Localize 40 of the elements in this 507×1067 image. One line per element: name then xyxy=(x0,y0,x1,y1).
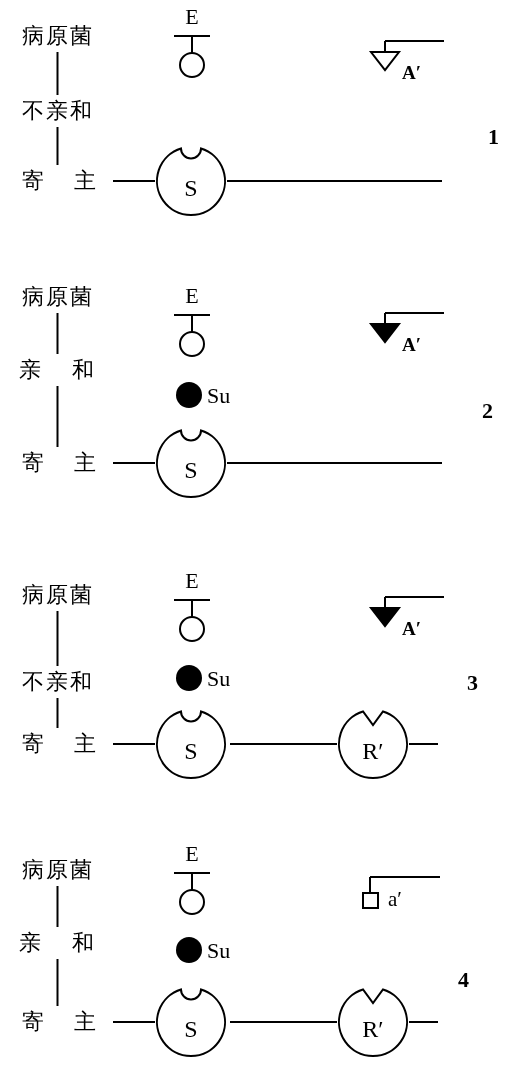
row-label: 病原菌 xyxy=(10,857,105,883)
row-label: 亲 和 xyxy=(10,357,105,383)
connector-line xyxy=(408,743,439,745)
connector-line xyxy=(112,180,156,182)
row-label: 病原菌 xyxy=(10,23,105,49)
receptor-symbol: S xyxy=(155,145,227,217)
connector-line xyxy=(112,462,156,464)
row-label: 不亲和 xyxy=(10,98,105,124)
panel-number: 2 xyxy=(482,400,493,422)
connector-line xyxy=(56,958,59,1007)
receptor-symbol: S xyxy=(155,986,227,1058)
row-label: 寄 主 xyxy=(10,450,110,476)
row-label: 寄 主 xyxy=(10,731,110,757)
connector-line xyxy=(112,743,156,745)
row-label: 不亲和 xyxy=(10,669,105,695)
row-label: 亲 和 xyxy=(10,930,105,956)
receptor-symbol: S xyxy=(155,708,227,780)
panel-number: 4 xyxy=(458,969,469,991)
panel-number: 1 xyxy=(488,126,499,148)
connector-line xyxy=(229,743,338,745)
row-label: 病原菌 xyxy=(10,284,105,310)
connector-line xyxy=(56,312,59,355)
connector-line xyxy=(112,1021,156,1023)
connector-line xyxy=(56,610,59,667)
connector-line xyxy=(226,180,443,182)
connector-line xyxy=(56,385,59,448)
connector-line xyxy=(229,1021,338,1023)
connector-line xyxy=(56,885,59,928)
row-label: 寄 主 xyxy=(10,168,110,194)
row-label: 寄 主 xyxy=(10,1009,110,1035)
connector-line xyxy=(226,462,443,464)
receptor-symbol: S xyxy=(155,427,227,499)
panel-number: 3 xyxy=(467,672,478,694)
connector-line xyxy=(408,1021,439,1023)
connector-line xyxy=(56,51,59,96)
connector-line xyxy=(56,126,59,166)
row-label: 病原菌 xyxy=(10,582,105,608)
connector-line xyxy=(56,697,59,729)
receptor-symbol: R′ xyxy=(337,708,409,780)
receptor-symbol: R′ xyxy=(337,986,409,1058)
